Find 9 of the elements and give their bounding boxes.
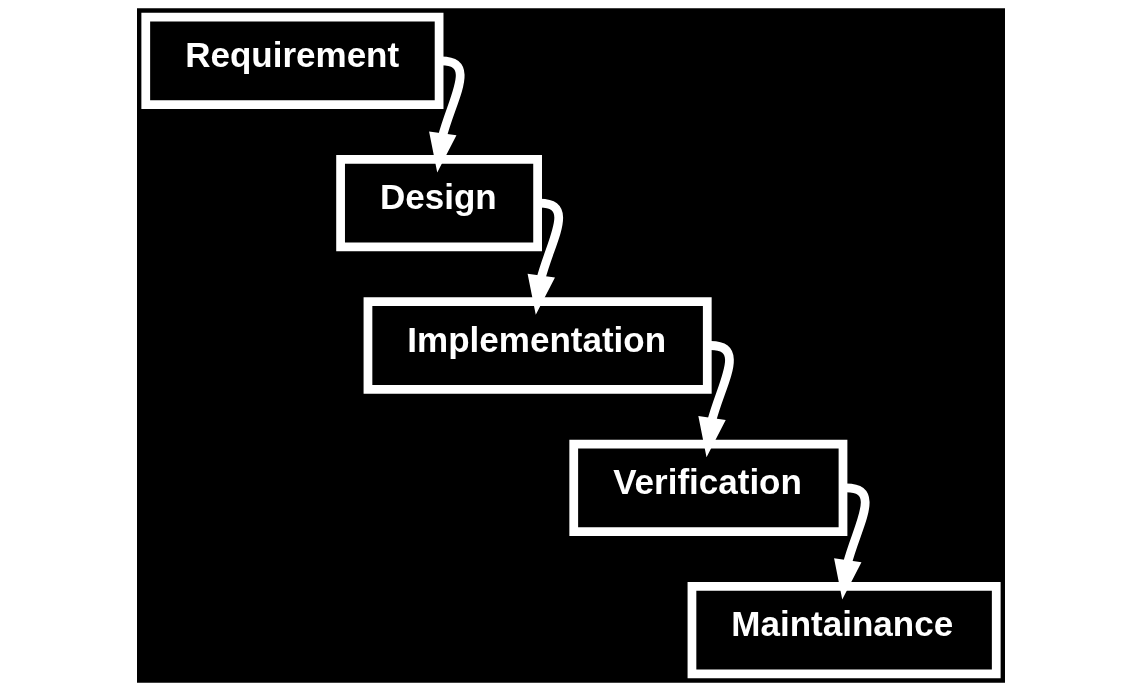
arrow	[527, 198, 563, 315]
arrow	[833, 483, 869, 600]
node-box: Implementation	[363, 297, 712, 394]
arrow	[697, 341, 734, 458]
node-box: Design	[335, 155, 542, 252]
node-box: Requirement	[140, 12, 443, 110]
node-box: Verification	[568, 439, 847, 536]
node-box: Maintainance	[687, 581, 1001, 679]
arrow	[428, 56, 464, 173]
